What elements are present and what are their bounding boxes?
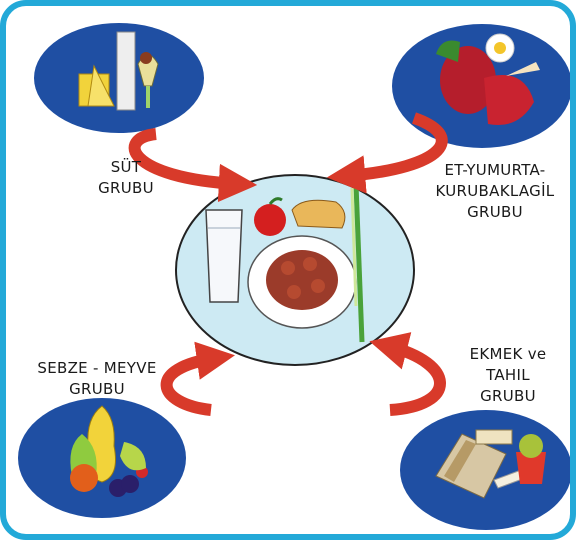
grain-label-line3: GRUBU <box>458 386 558 407</box>
produce-label-line1: SEBZE - MEYVE <box>22 358 172 379</box>
grain-label-line1: EKMEK ve <box>458 344 558 365</box>
grain-label-line2: TAHIL <box>458 365 558 386</box>
meat-label-line3: GRUBU <box>420 202 570 223</box>
produce-label-line2: GRUBU <box>22 379 172 400</box>
produce-group-image <box>18 398 186 518</box>
center-plate-image <box>176 175 414 365</box>
produce-group-label: SEBZE - MEYVE GRUBU <box>22 358 172 400</box>
food-groups-diagram <box>6 6 576 540</box>
meat-group-label: ET-YUMURTA- KURUBAKLAGİL GRUBU <box>420 160 570 223</box>
dairy-group-label: SÜT GRUBU <box>82 157 170 199</box>
grain-group-label: EKMEK ve TAHIL GRUBU <box>458 344 558 407</box>
grain-group-image <box>400 410 572 530</box>
meat-label-line1: ET-YUMURTA- <box>420 160 570 181</box>
meat-label-line2: KURUBAKLAGİL <box>420 181 570 202</box>
meat-group-image <box>392 24 572 148</box>
arrow-produce-to-plate <box>167 358 216 410</box>
arrow-grain-to-plate <box>388 346 440 410</box>
dairy-label-line1: SÜT <box>82 157 170 178</box>
dairy-group-image <box>34 23 204 133</box>
dairy-label-line2: GRUBU <box>82 178 170 199</box>
